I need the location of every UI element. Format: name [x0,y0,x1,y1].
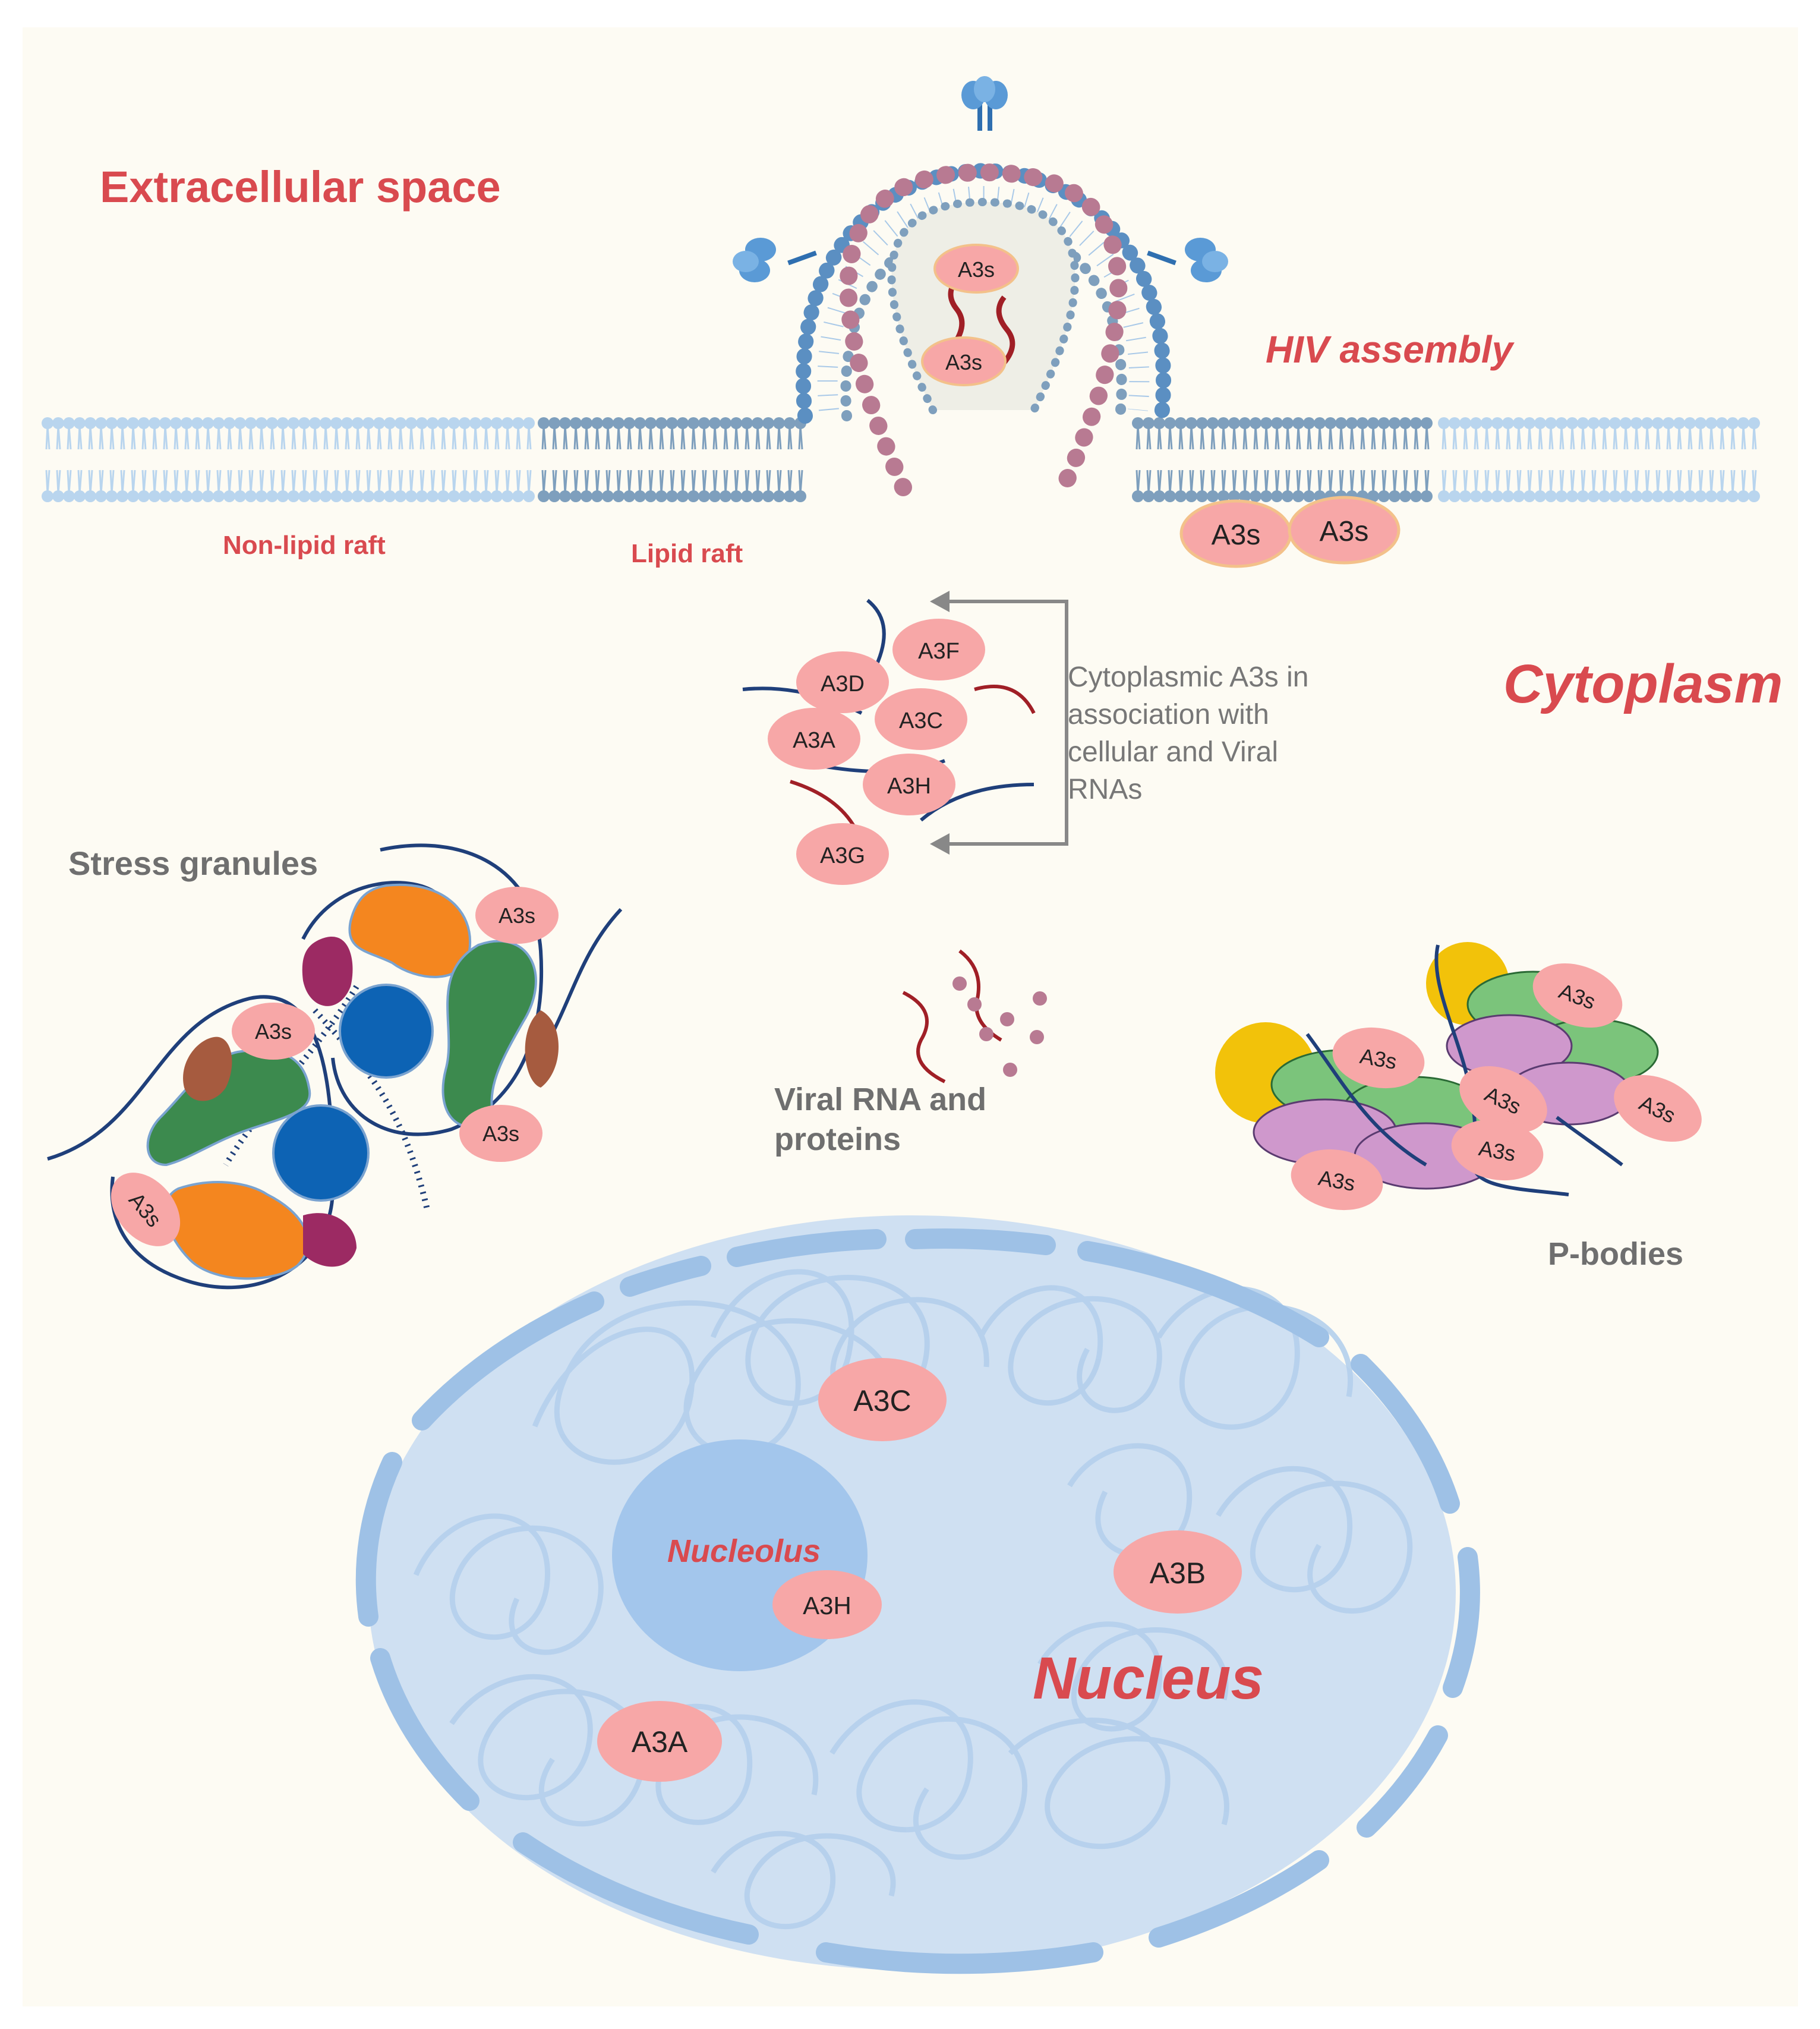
a3s-pill-pb-5: A3s [1451,1119,1544,1181]
svg-text:A3H: A3H [887,774,931,799]
a3s-pill-sg-3: A3s [459,1105,542,1162]
svg-text:A3B: A3B [1150,1557,1206,1590]
matrix-layer [839,163,1128,496]
a3f-pill: A3F [892,619,985,680]
hiv-virion-bud: A3s A3s [733,76,1228,496]
a3b-pill-nucleus: A3B [1114,1530,1242,1614]
lipid-raft-label: Lipid raft [631,539,743,568]
viral-rna-label-line-1: Viral RNA and [774,1082,986,1117]
cytoplasm-label: Cytoplasm [1503,654,1783,714]
cytoplasmic-note-line-1: Cytoplasmic A3s in [1068,661,1309,693]
a3c-pill-nucleus: A3C [818,1358,947,1441]
svg-text:A3A: A3A [793,728,835,753]
a3s-label: A3s [958,257,995,282]
p-body: A3s A3s A3s A3s A3s A3s [1215,942,1702,1211]
a3s-pill-sg-1: A3s [475,887,559,944]
a3s-pill-sg-2: A3s [232,1003,315,1060]
svg-text:A3C: A3C [853,1384,911,1417]
a3s-pill-membrane-1: A3s [1179,499,1292,568]
a3s-pill-pb-2: A3s [1332,1027,1425,1089]
svg-text:A3s: A3s [499,903,535,928]
viral-rna-label-line-2: proteins [774,1121,901,1157]
svg-text:A3F: A3F [918,639,960,664]
a3d-pill: A3D [796,651,889,713]
non-lipid-raft-label: Non-lipid raft [223,531,386,560]
p-bodies-label: P-bodies [1548,1236,1683,1272]
a3h-pill: A3H [863,754,955,815]
a3s-pill-virion-1: A3s [933,244,1019,294]
nuclear-envelope [355,1228,1480,1974]
cytoplasmic-note-line-2: association with [1068,699,1269,730]
a3a-pill-nucleus: A3A [597,1701,722,1782]
a3s-pill-sg-4: A3s [111,1173,181,1246]
svg-text:A3G: A3G [820,843,865,868]
svg-text:A3s: A3s [255,1019,292,1044]
a3s-pill-pb-1: A3s [1532,963,1623,1028]
cytoplasmic-note-line-4: RNAs [1068,774,1142,805]
a3c-pill: A3C [875,688,967,750]
rna-strand [790,780,857,830]
extracellular-space-label: Extracellular space [100,162,501,212]
a3s-label: A3s [1320,516,1369,547]
envelope-glycoprotein-left [733,238,817,282]
cytoplasmic-note: Cytoplasmic A3s in association with cell… [1068,661,1309,805]
chromatin [413,1269,1413,1929]
nucleolus-label: Nucleolus [667,1533,821,1569]
svg-text:A3H: A3H [803,1592,851,1620]
stress-granule: A3s A3s A3s A3s [47,843,623,1290]
cytoplasmic-a3-cluster: A3F A3D A3C A3A A3H A3G [742,591,1068,885]
virion-envelope-tails [817,186,1150,411]
stress-granules-label: Stress granules [68,845,318,882]
a3s-label: A3s [1212,519,1261,551]
viral-rna-proteins [902,949,1047,1083]
hiv-assembly-label: HIV assembly [1266,328,1515,371]
a3s-pill-pb-4: A3s [1614,1075,1702,1142]
a3a-pill: A3A [768,708,860,770]
svg-text:A3s: A3s [482,1121,519,1146]
svg-text:A3D: A3D [821,672,865,697]
rna-strand [866,598,886,673]
rna-strand [920,783,1034,822]
a3s-pill-pb-6: A3s [1291,1149,1383,1211]
rna-strand [974,685,1036,714]
a3s-pill-pb-3: A3s [1459,1066,1547,1133]
envelope-glycoprotein-top [961,76,1008,131]
a3s-label: A3s [945,350,982,374]
recycling-arrow [930,591,1068,855]
a3s-pill-membrane-2: A3s [1288,496,1401,565]
svg-text:A3C: A3C [899,708,943,733]
a3g-pill: A3G [796,823,889,885]
nucleus-label: Nucleus [1033,1645,1264,1712]
svg-text:A3A: A3A [632,1725,688,1759]
nucleus: A3C A3H A3B A3A [355,1215,1480,1974]
a3h-pill-nucleolus: A3H [772,1570,882,1639]
a3s-pill-virion-2: A3s [921,336,1007,386]
envelope-glycoprotein-right [1147,238,1228,282]
cytoplasmic-note-line-3: cellular and Viral [1068,736,1278,768]
